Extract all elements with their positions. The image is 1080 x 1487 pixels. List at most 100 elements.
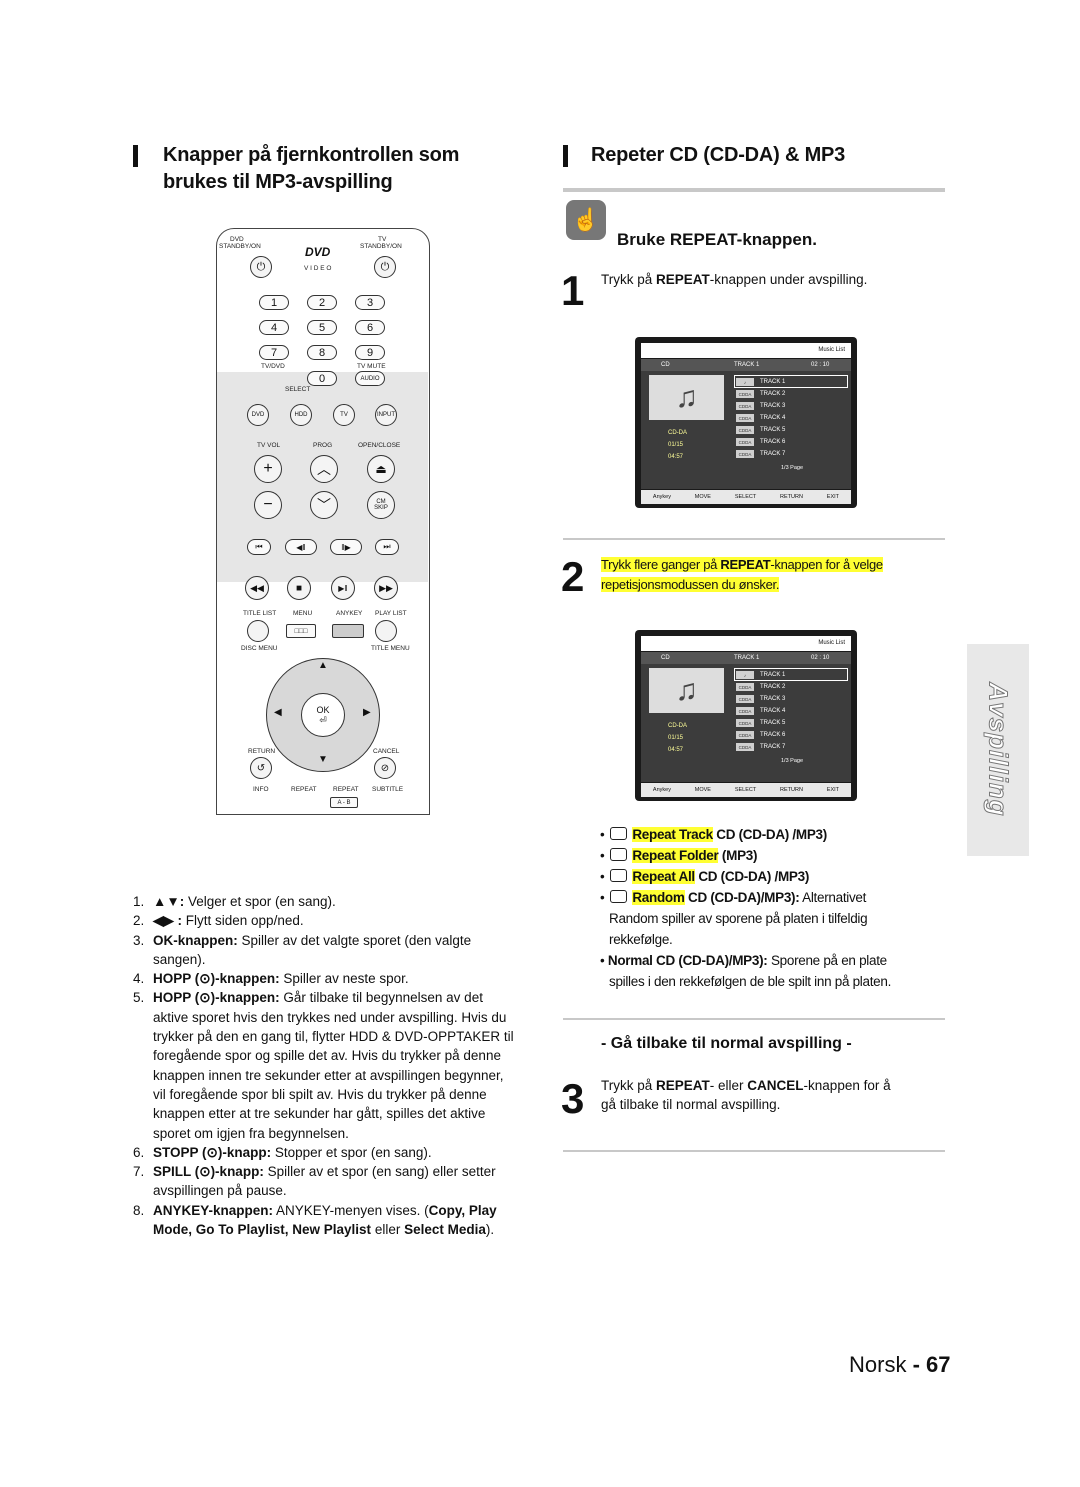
music-list-screen-2: Music List CD TRACK 1 02 : 10 ♫ ♪TRACK 1… [635,630,857,801]
label-playlist: PLAY LIST [375,610,407,617]
music-list-screen-1: Music List CD TRACK 1 02 : 10 ♫ ♪TRACK 1… [635,337,857,508]
label-return: RETURN [248,748,276,755]
menu-button: □□□ [286,624,316,638]
music-note-icon: ♪ [736,378,754,386]
dvd-mode-button: DVD [247,404,269,426]
page-footer: Norsk - 67 [849,1352,951,1377]
music-note-icon: ♪ [736,671,754,679]
screen-bottom-bar: Anykey MOVE SELECT RETURN EXIT [641,490,851,504]
label-anykey: ANYKEY [336,610,363,617]
track-count: 01/15 [668,442,684,448]
random-icon [609,890,627,903]
step-3-text: Trykk på REPEAT- eller CANCEL-knappen fo… [601,1078,891,1112]
step-1-text: Trykk på REPEAT-knappen under avspilling… [601,272,868,287]
track-highlight [734,375,848,388]
music-list-label: Music List [818,640,845,646]
cancel-button: ⊘ [374,757,396,779]
sub-heading: Bruke REPEAT-knappen. [617,230,817,249]
num-0-button: 0 [307,371,337,386]
label-repeat-2: REPEAT [333,786,359,793]
label-tvdvd: TV/DVD [261,363,285,370]
list-item: • Repeat Folder (MP3) [600,848,758,863]
repeat-folder-icon [609,848,627,861]
list-item: ♪TRACK 1 [736,670,846,680]
label-subtitle: SUBTITLE [372,786,404,793]
cd-art-image: ♫ [649,668,724,713]
vol-up-button: + [254,455,282,483]
label-cancel: CANCEL [373,748,400,755]
list-item: 3.OK-knappen: Spiller av det valgte spor… [133,932,472,967]
list-item: 4.HOPP (⊙)-knappen: Spiller av neste spo… [133,971,409,987]
remote-control-illustration: DVD STANDBY/ON TV STANDBY/ON DVD V I D E… [216,228,430,815]
label-cm: CM [376,499,386,505]
play-list-button [375,620,397,642]
label-openclose: OPEN/CLOSE [358,442,401,449]
repeat-mode-bullets: • Repeat Track CD (CD-DA) /MP3) • Repeat… [600,824,940,992]
left-heading: Knapper på fjernkontrollen som brukes ti… [163,142,459,196]
track-highlight [734,668,848,681]
num-6-button: 6 [355,320,385,335]
input-button: INPUT [375,404,397,426]
track-count: 01/15 [668,735,684,741]
nav-left-icon: ◀ [274,707,282,718]
label-prog: PROG [313,442,333,449]
label-skip: SKIP [374,505,388,511]
dvd-logo: DVD [305,245,331,259]
nav-down-icon: ▼ [318,754,328,765]
screen-title-bar: Music List [641,343,851,358]
skip-forward-button: ⏭ [375,539,399,555]
side-tab: Avspilling [967,644,1029,856]
step-1-number: 1 [561,267,585,314]
page-indicator: 1/3 Page [781,758,804,764]
label-titlelist: TITLE LIST [243,610,277,617]
label-standby-dvd: STANDBY/ON [219,243,261,250]
screen-bottom-bar: Anykey MOVE SELECT RETURN EXIT [641,783,851,797]
label-tvmute: TV MUTE [357,363,386,370]
step-forward-button: ‖▶ [330,539,362,555]
list-item: ♪TRACK 1 [736,377,846,387]
label-select: SELECT [285,386,311,393]
cd-art-image: ♫ [649,375,724,420]
section-rule-1 [563,538,945,540]
label-dvd: DVD [230,236,244,243]
label-ok: OK [316,704,330,715]
list-item: 2.◀▶ : Flytt siden opp/ned. [133,913,304,929]
heading-rule [563,188,945,192]
eject-button: ⏏ [367,455,395,483]
anykey-button [332,624,364,638]
label-standby-tv: STANDBY/ON [360,243,402,250]
section-rule-3 [563,1150,945,1152]
num-9-button: 9 [355,345,385,360]
music-list-label: Music List [818,347,845,353]
list-item: • Normal CD (CD-DA)/MP3): Sporene på en … [600,953,887,968]
label-repeat-1: REPEAT [291,786,317,793]
right-heading: Repeter CD (CD-DA) & MP3 [591,144,846,166]
list-item: 5.HOPP (⊙)-knappen: Går tilbake til begy… [133,990,514,1141]
cdda-label: CD-DA [668,430,687,436]
skip-back-button: ⏮ [247,539,271,555]
ab-button: A - B [330,797,358,808]
screen-title-bar: Music List [641,636,851,651]
list-item: 6.STOPP (⊙)-knapp: Stopper et spor (en s… [133,1144,432,1160]
list-item: • Repeat All CD (CD-DA) /MP3) [600,869,810,884]
num-4-button: 4 [259,320,289,335]
track-duration: 04:57 [668,454,684,460]
label-titlemenu: TITLE MENU [371,645,410,652]
page-indicator: 1/3 Page [781,465,804,471]
vol-down-button: − [254,491,282,519]
step-3-number: 3 [561,1075,585,1122]
num-2-button: 2 [307,295,337,310]
label-discmenu: DISC MENU [241,645,278,652]
repeat-all-icon [609,869,627,882]
label-info: INFO [253,786,269,793]
num-7-button: 7 [259,345,289,360]
